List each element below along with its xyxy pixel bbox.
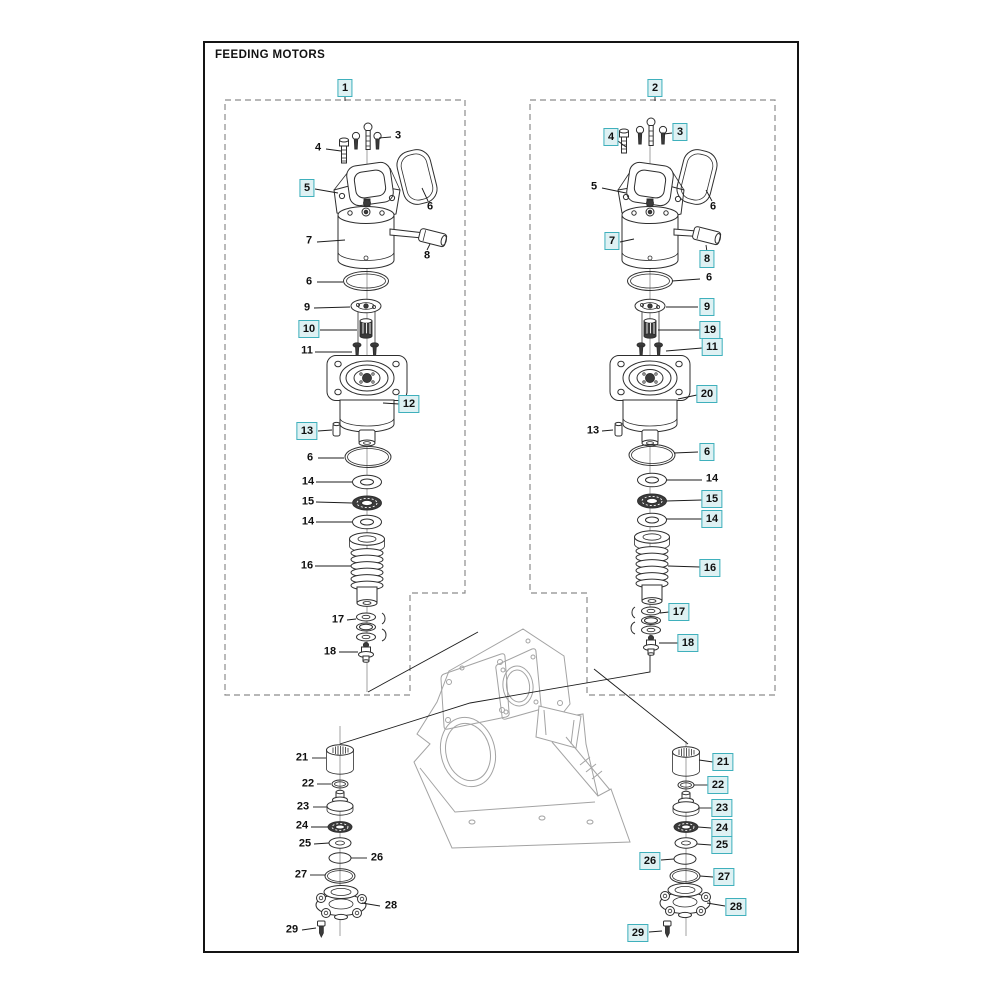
part-callout-link[interactable]: 21 xyxy=(712,753,734,771)
part-callout: 28 xyxy=(384,899,398,912)
part-callout-link[interactable]: 23 xyxy=(711,799,733,817)
assembly-1-dashed-box xyxy=(224,99,466,696)
callout-leader-lines xyxy=(301,96,726,933)
part-callout: 25 xyxy=(298,837,312,850)
part-callout-link[interactable]: 12 xyxy=(398,395,420,413)
part-callout: 14 xyxy=(705,472,719,485)
part-callout: 15 xyxy=(301,495,315,508)
part-callout: 16 xyxy=(300,559,314,572)
part-callout: 18 xyxy=(323,645,337,658)
part-callout: 3 xyxy=(394,129,402,142)
part-callout: 7 xyxy=(305,234,313,247)
page-border xyxy=(203,41,799,953)
part-callout-link[interactable]: 14 xyxy=(701,510,723,528)
part-callout-link[interactable]: 11 xyxy=(701,338,723,356)
part-callout: 4 xyxy=(314,141,322,154)
assembly-1-parts xyxy=(326,122,448,663)
bottom-right-stack-parts xyxy=(659,746,711,939)
part-callout: 14 xyxy=(301,475,315,488)
part-callout: 6 xyxy=(426,200,434,213)
part-callout: 21 xyxy=(295,751,309,764)
part-callout-link[interactable]: 27 xyxy=(713,868,735,886)
part-callout-link[interactable]: 24 xyxy=(711,819,733,837)
part-callout: 23 xyxy=(296,800,310,813)
part-callout: 22 xyxy=(301,777,315,790)
page-title: FEEDING MOTORS xyxy=(215,49,326,61)
part-callout-link[interactable]: 22 xyxy=(707,776,729,794)
part-callout-link[interactable]: 9 xyxy=(699,298,715,316)
part-callout-link[interactable]: 6 xyxy=(699,443,715,461)
part-callout-link[interactable]: 17 xyxy=(668,603,690,621)
part-callout-link[interactable]: 18 xyxy=(677,634,699,652)
part-callout-link[interactable]: 4 xyxy=(603,128,619,146)
part-callout-link[interactable]: 3 xyxy=(672,123,688,141)
assembly-pointer-lines xyxy=(339,631,689,745)
part-callout-link[interactable]: 15 xyxy=(701,490,723,508)
part-callout: 11 xyxy=(301,344,313,357)
part-callout-link[interactable]: 7 xyxy=(604,232,620,250)
part-callout: 27 xyxy=(294,868,308,881)
part-callout-link[interactable]: 13 xyxy=(296,422,318,440)
part-callout-link[interactable]: 10 xyxy=(298,320,320,338)
part-callout-link[interactable]: 16 xyxy=(699,559,721,577)
part-callout: 14 xyxy=(301,515,315,528)
assembly-2-parts xyxy=(609,117,722,656)
part-callout: 6 xyxy=(305,275,313,288)
part-callout-link[interactable]: 26 xyxy=(639,852,661,870)
gearbox-housing-drawing xyxy=(413,628,631,849)
part-callout: 6 xyxy=(306,451,314,464)
part-callout: 13 xyxy=(586,424,600,437)
part-callout: 24 xyxy=(295,819,309,832)
part-callout: 26 xyxy=(370,851,384,864)
part-callout-link[interactable]: 8 xyxy=(699,250,715,268)
assembly-2-dashed-box xyxy=(529,99,776,696)
part-callout-link[interactable]: 20 xyxy=(696,385,718,403)
part-callout: 8 xyxy=(423,249,431,262)
part-callout: 5 xyxy=(590,180,598,193)
part-callout: 17 xyxy=(331,613,345,626)
assembly-2-callout[interactable]: 2 xyxy=(647,79,663,97)
part-callout-link[interactable]: 29 xyxy=(627,924,649,942)
part-callout: 29 xyxy=(285,923,299,936)
part-callout: 6 xyxy=(709,200,717,213)
part-callout-link[interactable]: 5 xyxy=(299,179,315,197)
part-callout-link[interactable]: 19 xyxy=(699,321,721,339)
part-callout-link[interactable]: 28 xyxy=(725,898,747,916)
assembly-1-callout[interactable]: 1 xyxy=(337,79,353,97)
part-callout: 9 xyxy=(303,301,311,314)
bottom-left-stack-parts xyxy=(315,744,367,939)
part-callout-link[interactable]: 25 xyxy=(711,836,733,854)
part-callout: 6 xyxy=(705,271,713,284)
